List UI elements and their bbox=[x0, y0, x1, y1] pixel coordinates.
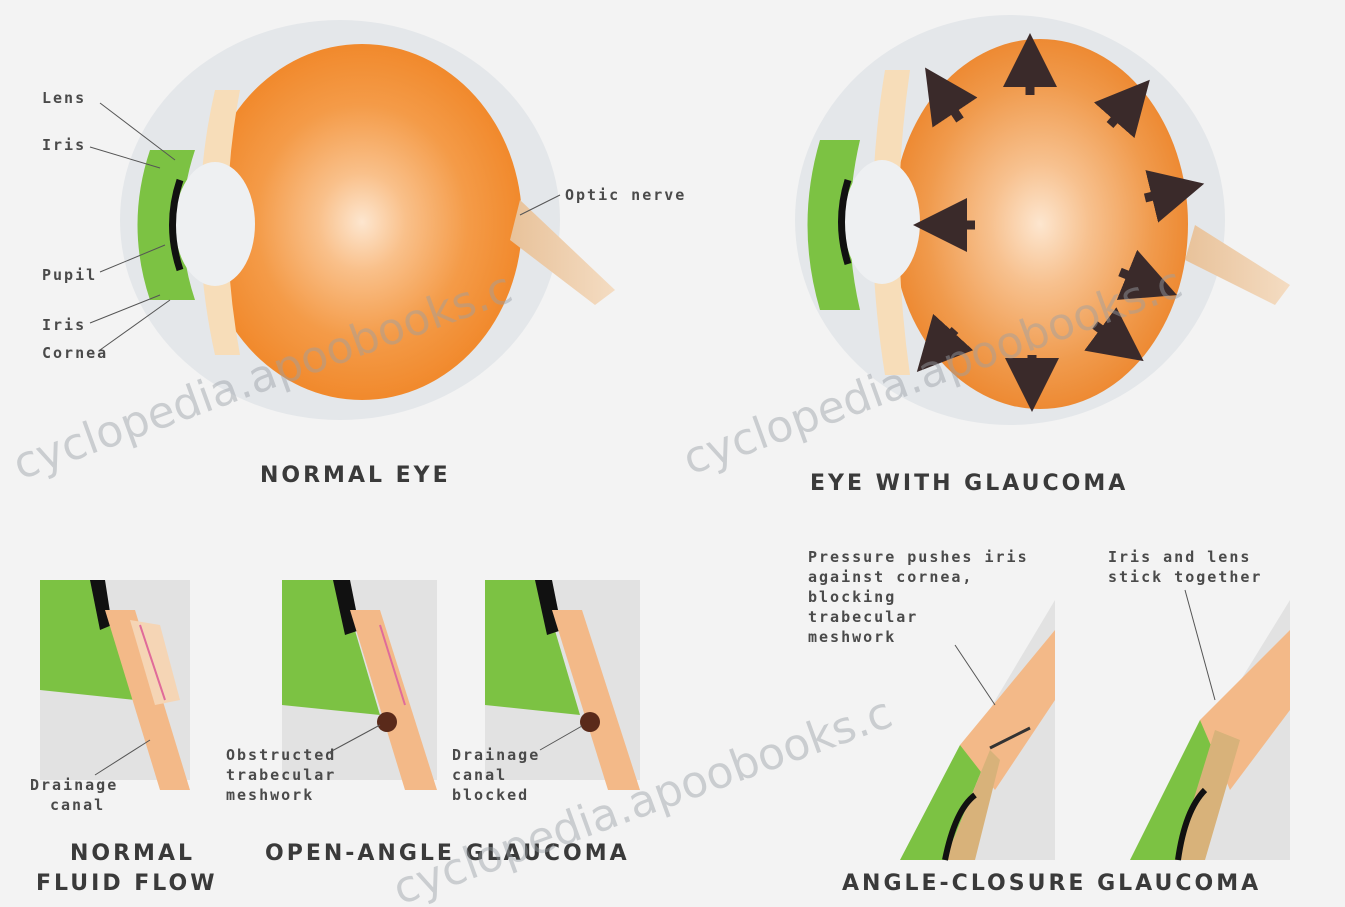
glaucoma-eye: EYE WITH GLAUCOMA bbox=[795, 15, 1290, 496]
label-meshwork-2: meshwork bbox=[808, 628, 896, 646]
normal-eye-lens bbox=[175, 162, 255, 286]
label-stick-together: stick together bbox=[1108, 568, 1262, 586]
label-drainage-2: Drainage bbox=[452, 746, 540, 764]
label-drainage-canal-2: canal bbox=[50, 796, 105, 814]
label-optic-nerve: Optic nerve bbox=[565, 186, 686, 204]
open-angle-2-blockage bbox=[580, 712, 600, 732]
caption-normal: NORMAL bbox=[70, 841, 195, 866]
label-obstructed: Obstructed bbox=[226, 746, 336, 764]
caption-angle-closure-glaucoma: ANGLE-CLOSURE GLAUCOMA bbox=[842, 871, 1261, 896]
caption-normal-eye: NORMAL EYE bbox=[260, 463, 451, 488]
label-meshwork: meshwork bbox=[226, 786, 314, 804]
label-blocking: blocking bbox=[808, 588, 896, 606]
glaucoma-eye-lens bbox=[844, 160, 920, 284]
caption-fluid-flow: FLUID FLOW bbox=[36, 871, 217, 896]
label-iris-and-lens: Iris and lens bbox=[1108, 548, 1251, 566]
panel-angle-closure-1 bbox=[900, 600, 1055, 860]
label-against-cornea: against cornea, bbox=[808, 568, 973, 586]
angle-closure-2-leader bbox=[1185, 590, 1215, 700]
angle-closure-1-leader bbox=[955, 645, 995, 705]
panel-normal-fluid-flow: Drainage canal NORMAL FLUID FLOW bbox=[30, 580, 217, 896]
label-pressure-pushes: Pressure pushes iris bbox=[808, 548, 1029, 566]
open-angle-1-blockage bbox=[377, 712, 397, 732]
label-iris: Iris bbox=[42, 136, 86, 154]
label-trabecular-2: trabecular bbox=[808, 608, 918, 626]
label-blocked: blocked bbox=[452, 786, 529, 804]
caption-eye-with-glaucoma: EYE WITH GLAUCOMA bbox=[810, 471, 1128, 496]
label-cornea: Cornea bbox=[42, 344, 108, 362]
label-iris-2: Iris bbox=[42, 316, 86, 334]
panel-angle-closure-2 bbox=[1130, 590, 1290, 860]
label-drainage-canal: Drainage bbox=[30, 776, 118, 794]
label-canal-2: canal bbox=[452, 766, 507, 784]
label-pupil: Pupil bbox=[42, 266, 97, 284]
label-lens: Lens bbox=[42, 89, 86, 107]
label-trabecular: trabecular bbox=[226, 766, 336, 784]
